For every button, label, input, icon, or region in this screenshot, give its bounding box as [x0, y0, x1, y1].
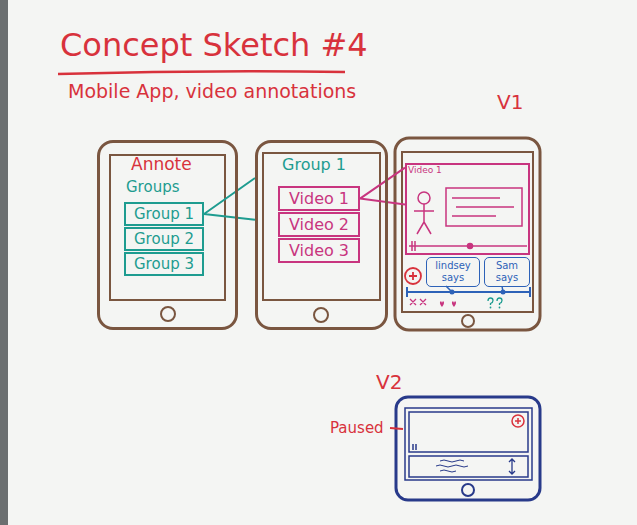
video-illustration [409, 188, 527, 251]
question-dot [490, 307, 492, 309]
group-button-text: Group 3 [132, 255, 196, 273]
scroll-arrow [509, 459, 515, 474]
timeline-marker [450, 290, 455, 295]
pause-icon [412, 241, 415, 251]
sketch-title: Concept Sketch #4 [60, 26, 368, 64]
question-dot [499, 307, 501, 309]
home-button [314, 308, 328, 322]
group-button: Group 1 [124, 202, 204, 226]
phone-screen: Group 1 Video 1 Video 2 Video 3 [255, 140, 388, 330]
video-button: Video 2 [278, 212, 360, 237]
group-button-text: Group 2 [132, 230, 196, 248]
phone-v1 [395, 138, 540, 330]
text-panel [446, 188, 522, 226]
video-area [409, 412, 528, 452]
plus-icon [409, 272, 417, 280]
video-button-text: Video 1 [286, 189, 352, 208]
sketch-label: V2 [376, 370, 402, 394]
screen-outline [263, 153, 380, 300]
phone-outline [396, 397, 540, 500]
sketch-label: V1 [497, 90, 523, 114]
group-button: Group 2 [124, 227, 204, 251]
zoom-connector [360, 168, 405, 205]
sketch-label: Mobile App, video annotations [68, 80, 356, 103]
plus-icon [515, 418, 521, 424]
phone-outline [395, 138, 540, 330]
video-button-text: Video 2 [286, 215, 352, 234]
video-button: Video 1 [278, 186, 360, 211]
pause-icon [413, 444, 416, 450]
play-head [468, 244, 473, 249]
add-button [512, 415, 524, 427]
screen-heading: Group 1 [282, 155, 346, 174]
app-name: Annote [131, 154, 192, 174]
screen-outline [405, 408, 532, 480]
text-lines [452, 198, 514, 216]
video-frame: Video 1 [405, 163, 530, 255]
phone-screen [110, 153, 380, 322]
home-button [462, 315, 474, 327]
stick-figure-body [414, 204, 434, 234]
video-title: Video 1 [408, 165, 442, 176]
stick-figure-head [418, 192, 430, 204]
annotation-squiggle [436, 460, 468, 472]
comment-bubble: lindsey says [426, 257, 480, 287]
group-button: Group 3 [124, 252, 204, 276]
group-button-text: Group 1 [132, 205, 196, 223]
screen-outline [402, 152, 533, 312]
phone-v2 [396, 397, 540, 500]
timeline-marker [501, 290, 506, 295]
heart-reaction [440, 301, 456, 307]
board-frame [0, 0, 8, 525]
comment-bubble: Sam says [484, 257, 530, 287]
sketch-label: Paused [330, 419, 384, 437]
home-button [161, 307, 175, 321]
comment-bubble-text: lindsey says [430, 260, 476, 284]
home-button [462, 484, 474, 496]
dislike-reaction [410, 299, 426, 305]
screen-heading: Groups [126, 178, 179, 196]
phone-screen: AnnoteGroupsGroup 1 Group 2 Group 3 [97, 140, 238, 330]
annotation-panel [409, 456, 528, 477]
leader-line [390, 428, 403, 429]
add-button [405, 268, 421, 284]
comment-bubble-text: Sam says [488, 260, 526, 284]
zoom-connector [204, 178, 255, 220]
video-button-text: Video 3 [286, 241, 352, 260]
timeline [407, 287, 530, 297]
screen-outline [110, 155, 225, 300]
video-button: Video 3 [278, 238, 360, 263]
title-underline [58, 71, 345, 74]
question-reaction [488, 298, 502, 305]
